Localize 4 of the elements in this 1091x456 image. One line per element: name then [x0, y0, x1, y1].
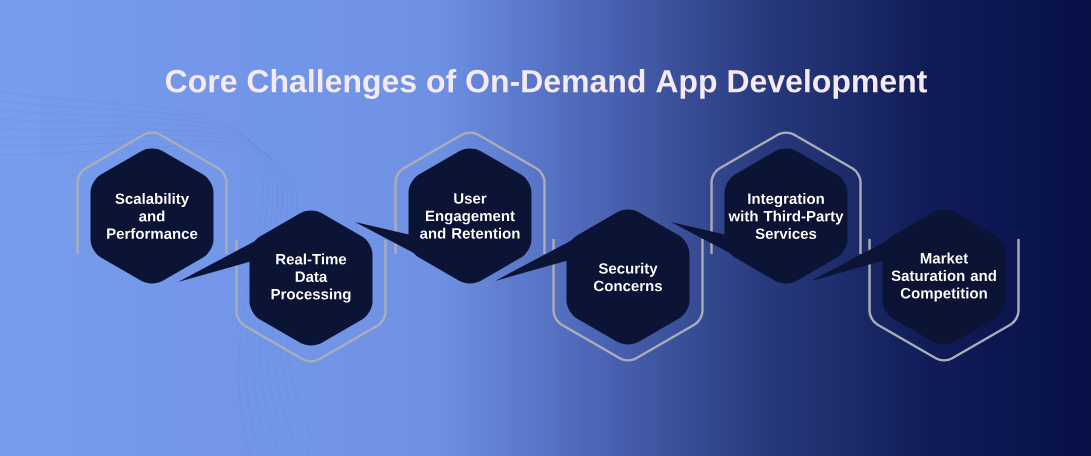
title: Core Challenges of On-Demand App Development — [165, 69, 927, 99]
hexagon-bubble: Integration with Third-Party Services — [671, 131, 862, 284]
hexagon-bubble: User Engagement and Retention — [355, 131, 546, 284]
hexagon-bubble: Scalability and Performance — [76, 131, 228, 284]
